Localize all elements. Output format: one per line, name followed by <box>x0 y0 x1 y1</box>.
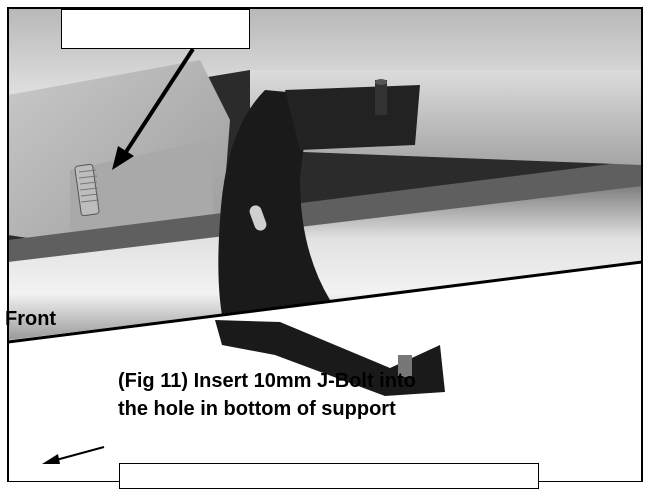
caption-line-1: (Fig 11) Insert 10mm J-Bolt into <box>118 370 416 392</box>
bracket-stud <box>375 80 387 115</box>
bracket-lower-hole <box>398 355 412 377</box>
bracket-lower <box>215 320 445 396</box>
support-bracket <box>218 90 420 370</box>
pointer-arrow <box>112 47 195 170</box>
caption-line-2: the hole in bottom of support <box>118 398 396 420</box>
top-label-box <box>61 9 250 49</box>
bracket-slot <box>249 205 267 231</box>
bracket-stud-top <box>375 79 387 85</box>
frame-rail-top-edge <box>8 160 642 262</box>
rail-edge <box>7 260 643 344</box>
bottom-label-box <box>119 463 539 489</box>
frame-rail <box>8 185 642 340</box>
front-direction-arrow <box>42 446 105 464</box>
figure-border <box>7 7 643 482</box>
front-label: Front <box>5 308 57 330</box>
bracket-plate <box>285 85 420 150</box>
stud-threads <box>78 169 100 203</box>
stud-bolt <box>74 163 100 217</box>
